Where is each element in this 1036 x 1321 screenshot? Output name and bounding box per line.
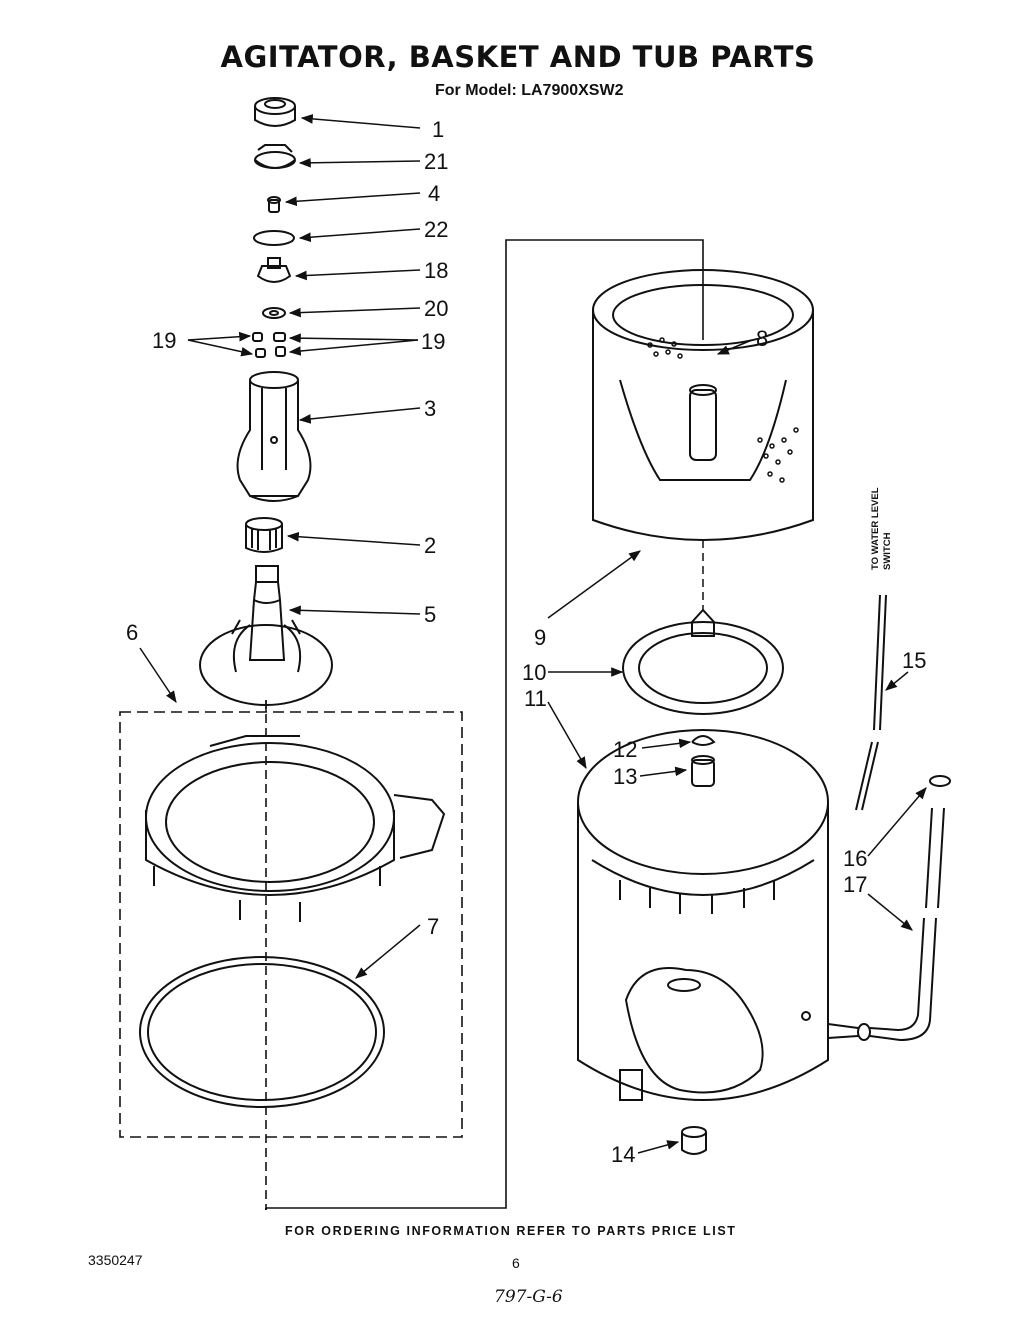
callout-14: 14 (611, 1142, 635, 1167)
document-number: 3350247 (88, 1252, 143, 1268)
callout-2: 2 (424, 533, 436, 558)
part-19-dogs (252, 332, 286, 358)
callout-3: 3 (424, 396, 436, 421)
callout-19-left: 19 (152, 328, 176, 353)
model-number: For Model: LA7900XSW2 (435, 82, 624, 99)
part-1-cap (254, 97, 296, 127)
callout-7: 7 (427, 914, 439, 939)
callout-16: 16 (843, 846, 867, 871)
connection-line (266, 239, 704, 1209)
part-13 (691, 755, 715, 787)
page-title: AGITATOR, BASKET AND TUB PARTS (220, 40, 816, 74)
callout-1: 1 (432, 117, 444, 142)
part-15-hose (855, 594, 887, 811)
ordering-info-footer: FOR ORDERING INFORMATION REFER TO PARTS … (285, 1224, 737, 1238)
callout-13: 13 (613, 764, 637, 789)
part-22-ring (253, 230, 295, 246)
callout-4: 4 (428, 181, 440, 206)
handwritten-note: 797-G-6 (494, 1287, 563, 1307)
callout-20: 20 (424, 296, 448, 321)
part-18 (256, 257, 292, 283)
part-17-hose (827, 807, 945, 1042)
water-level-switch-note: TO WATER LEVEL SWITCH (870, 487, 894, 570)
callout-5: 5 (424, 602, 436, 627)
assembly-box-6 (119, 711, 463, 1138)
side-note-line-1: TO WATER LEVEL (870, 487, 881, 570)
page-number: 6 (512, 1255, 520, 1271)
part-7-seal-ring (139, 956, 385, 1108)
part-21 (254, 144, 296, 169)
callout-18: 18 (424, 258, 448, 283)
part-5-agitator-base (199, 565, 333, 706)
part-4 (267, 196, 281, 213)
part-14 (681, 1126, 707, 1155)
part-11-outer-tub (577, 729, 829, 1101)
part-10 (622, 608, 784, 715)
callout-8: 8 (756, 326, 768, 351)
part-20-washer (262, 307, 286, 319)
side-note-line-2: SWITCH (882, 532, 893, 570)
part-16-clamp (929, 775, 951, 787)
callout-9: 9 (534, 625, 546, 650)
callout-10: 10 (522, 660, 546, 685)
callout-21: 21 (424, 149, 448, 174)
part-2 (245, 517, 283, 553)
callout-15: 15 (902, 648, 926, 673)
part-3-agitator-barrel (236, 371, 312, 502)
callout-22: 22 (424, 217, 448, 242)
part-12-clip (691, 735, 716, 746)
callout-11: 11 (524, 686, 547, 711)
callout-19-right: 19 (421, 329, 445, 354)
callout-6: 6 (126, 620, 138, 645)
part-6-tub-ring (145, 735, 446, 922)
callout-17: 17 (843, 872, 867, 897)
callout-12: 12 (613, 737, 637, 762)
